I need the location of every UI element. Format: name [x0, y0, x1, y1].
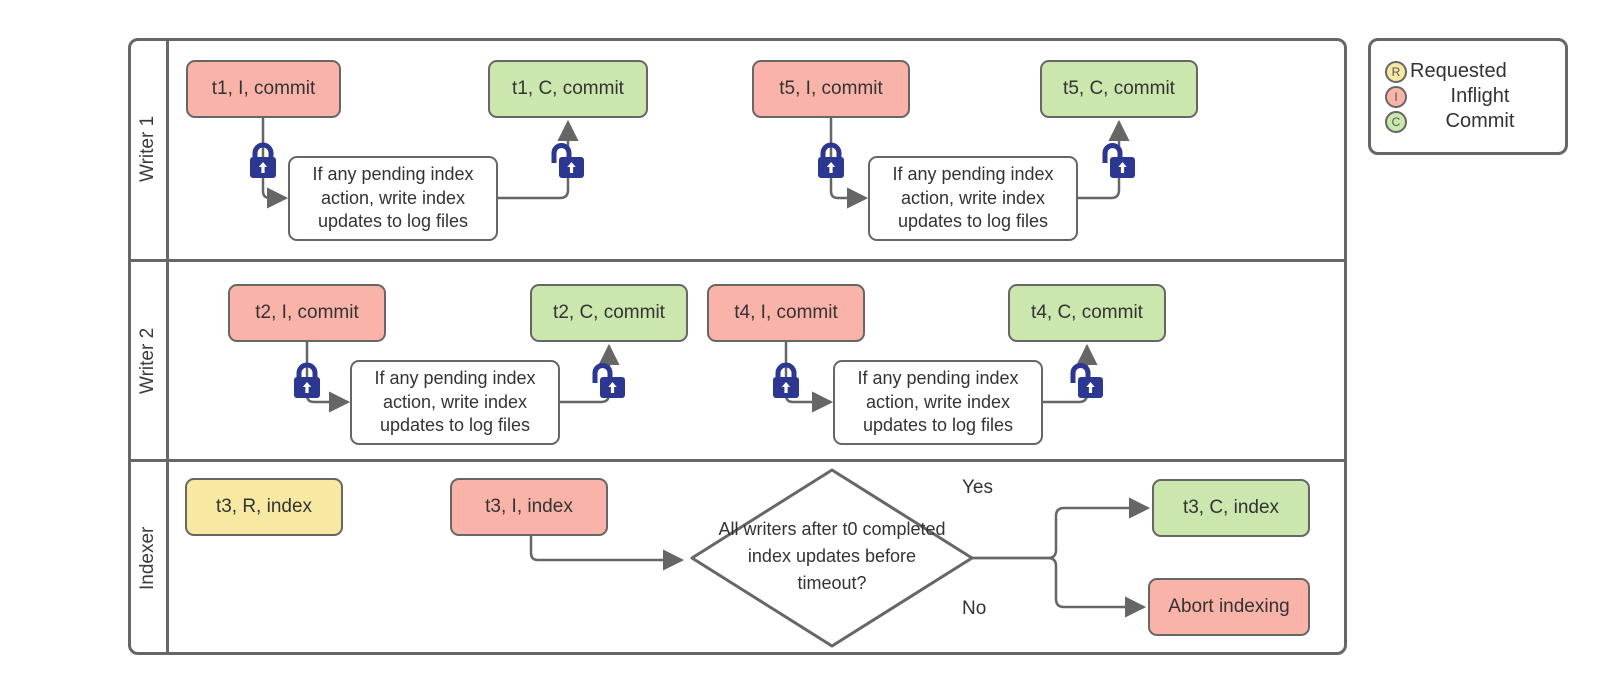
legend-item-commit: C Commit [1385, 110, 1553, 133]
legend: R Requested I Inflight C Commit [1368, 38, 1568, 155]
node-t5-inflight: t5, I, commit [752, 60, 910, 118]
node-t4-commit: t4, C, commit [1008, 284, 1166, 342]
lane-divider-writer1-writer2 [128, 259, 1347, 262]
node-t4-inflight: t4, I, commit [707, 284, 865, 342]
lane-title-writer-1: Writer 1 [137, 115, 158, 183]
commit-badge-icon: C [1385, 110, 1407, 133]
legend-label: Inflight [1450, 85, 1510, 107]
process-note-writer2-a: If any pending index action, write index… [350, 360, 560, 445]
legend-label: Requested [1410, 60, 1507, 82]
decision-question: All writers after t0 completed index upd… [718, 519, 946, 593]
branch-label-yes: Yes [962, 477, 993, 498]
node-t2-commit: t2, C, commit [530, 284, 688, 342]
requested-badge-icon: R [1385, 60, 1407, 83]
node-t3-requested: t3, R, index [185, 478, 343, 536]
node-t5-commit: t5, C, commit [1040, 60, 1198, 118]
node-t1-commit: t1, C, commit [488, 60, 648, 118]
inflight-badge-icon: I [1385, 85, 1407, 108]
lane-title-divider [166, 38, 169, 655]
legend-item-inflight: I Inflight [1385, 85, 1553, 108]
lane-divider-writer2-indexer [128, 459, 1347, 462]
node-t3-commit: t3, C, index [1152, 479, 1310, 537]
process-note-writer1-a: If any pending index action, write index… [288, 156, 498, 241]
process-note-writer2-b: If any pending index action, write index… [833, 360, 1043, 445]
legend-label: Commit [1445, 110, 1515, 132]
node-t2-inflight: t2, I, commit [228, 284, 386, 342]
branch-label-no: No [962, 598, 987, 619]
lane-title-writer-2: Writer 2 [137, 327, 158, 395]
node-abort-indexing: Abort indexing [1148, 578, 1310, 636]
node-t1-inflight: t1, I, commit [186, 60, 341, 118]
process-note-writer1-b: If any pending index action, write index… [868, 156, 1078, 241]
legend-item-requested: R Requested [1385, 60, 1553, 83]
lane-title-indexer: Indexer [137, 526, 158, 591]
node-t3-inflight: t3, I, index [450, 478, 608, 536]
